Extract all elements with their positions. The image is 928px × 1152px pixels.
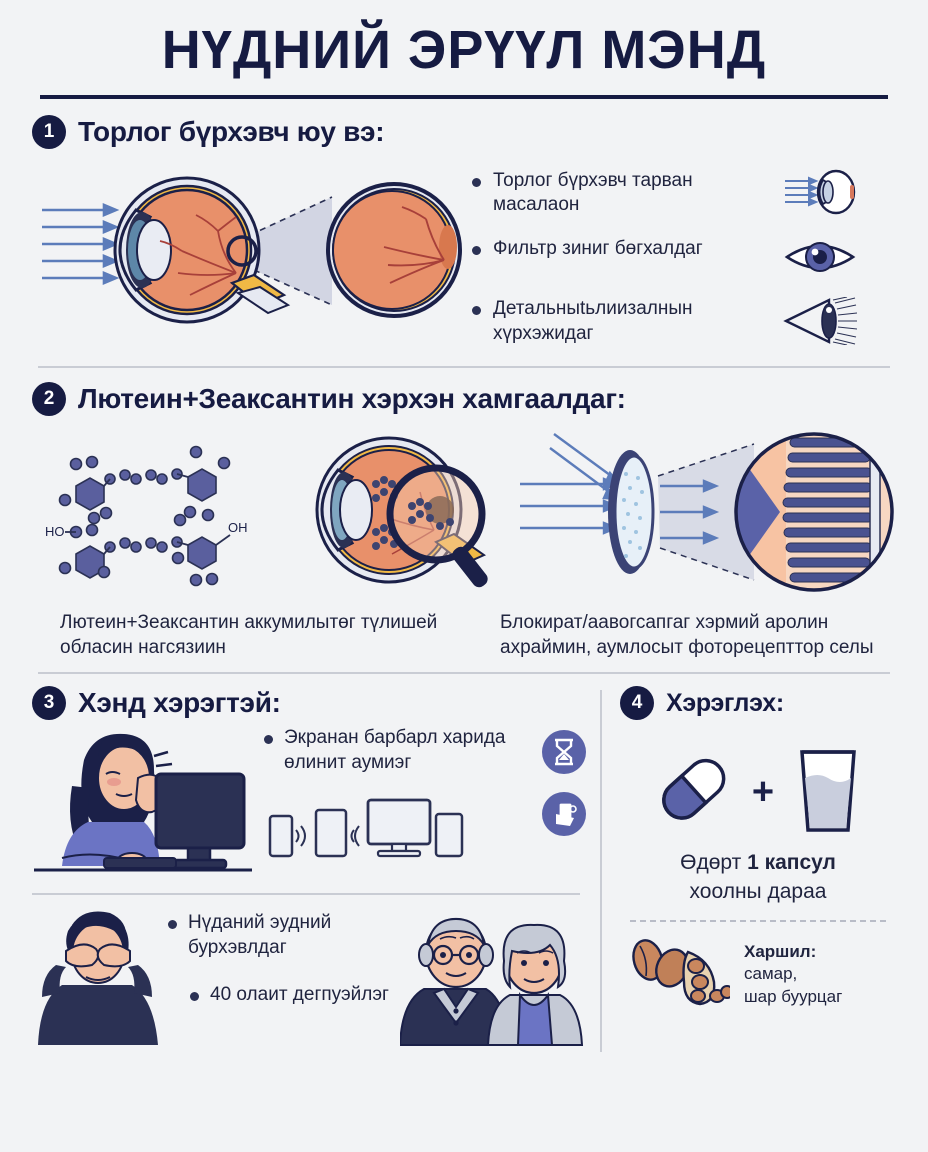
- section-3-bottom-row: Нүданий эудний бурхэвлдаг 40 олаит дегпу…: [32, 905, 586, 1052]
- bullet-text: Экранан барбарл харида өлинит аумиэг: [284, 727, 506, 773]
- bullet-text: Нүданий эудний бурхэвлдаг: [188, 912, 332, 958]
- filter-photoreceptor-diagram: [518, 420, 896, 605]
- list-item: 40 олаит дегпуэйлэг: [168, 983, 400, 1008]
- eye-front-icon: [783, 237, 857, 277]
- eye-anatomy-diagram: [32, 155, 472, 350]
- section-1-bullet-list: Торлог бүрхэвч тарван масалаон: [472, 155, 896, 366]
- svg-text:OH: OH: [228, 520, 248, 535]
- section-3-inner-divider: [32, 893, 580, 896]
- allergy-text: Харшил: самар, шар буурцаг: [744, 941, 842, 1007]
- bullet-text: Торлог бүрхэвч тарван масалаон: [493, 169, 693, 215]
- section-3-col: Экранан барбарл харида өлинит аумиэг: [254, 726, 542, 857]
- title-divider: [40, 94, 888, 99]
- allergy-item-1: самар,: [744, 964, 798, 984]
- section-3-bottom-text: Нүданий эудний бурхэвлдаг 40 олаит дегпу…: [162, 905, 400, 1007]
- bullet-dot: [264, 735, 273, 745]
- capsule-icon: [648, 746, 738, 839]
- bullet-dot: [472, 177, 481, 187]
- section-2-diagrams: HO OH: [32, 416, 896, 605]
- bullet-text: Фильтр зиниг бөгхалдаг: [493, 238, 703, 260]
- allergy-item-2: шар буурцаг: [744, 986, 843, 1006]
- allergy-row: Харшил: самар, шар буурцаг: [620, 934, 896, 1015]
- dosage-text: Өдөрт 1 капсул хоолны дараа: [620, 849, 896, 906]
- section-2-captions: Лютеин+Зеаксантин аккумилытөг түлишей об…: [32, 605, 896, 660]
- nuts-soybean-icon: [626, 934, 734, 1015]
- section-2-caption-left: Лютеин+Зеаксантин аккумилытөг түлишей об…: [60, 611, 438, 658]
- bullet-dot: [190, 991, 199, 1001]
- section-1-body: Торлог бүрхэвч тарван масалаон: [32, 149, 896, 366]
- section-2-header: 2 Лютеин+Зеаксантин хэрхэн хамгаалдаг:: [32, 381, 896, 416]
- bullet-text: 40 олаит дегпуэйлэг: [210, 983, 389, 1005]
- section-divider-vertical: [600, 690, 602, 1053]
- list-item: Торлог бүрхэвч тарван масалаон: [472, 169, 896, 218]
- elderly-couple: [398, 905, 586, 1052]
- section-4-icons: +: [620, 720, 896, 841]
- section-3-header: 3 Хэнд хэрэгтэй:: [32, 686, 586, 721]
- svg-text:HO: HO: [45, 524, 65, 539]
- devices-group: [264, 776, 542, 858]
- man-rubbing-eyes: [32, 905, 162, 1052]
- section-2-title: Лютеин+Зеаксантин хэрхэн хамгаалдаг:: [78, 382, 626, 414]
- section-2-divider: [38, 672, 890, 675]
- eye-with-magnifier: [284, 422, 516, 602]
- list-item: Нүданий эудний бурхэвлдаг: [168, 911, 400, 960]
- section-1-title: Торлог бүрхэвч юу вэ:: [78, 115, 385, 147]
- dose-suffix: хоолны дараа: [689, 879, 827, 903]
- eye-cross-section-icon: [783, 169, 857, 215]
- bullet-dot: [168, 920, 177, 930]
- section-3-number: 3: [32, 686, 66, 721]
- section-4-number: 4: [620, 686, 654, 721]
- bullet-text: Детальныtьлиизалнын хүрхэжидаг: [493, 298, 693, 344]
- section-2-number: 2: [32, 381, 66, 416]
- tired-woman-at-computer: [32, 726, 254, 883]
- section-1: 1 Торлог бүрхэвч юу вэ:: [32, 99, 896, 368]
- bullet-dot: [472, 306, 481, 316]
- list-item: Фильтр зиниг бөгхалдаг: [472, 237, 896, 277]
- page-title: НҮДНИЙ ЭРҮҮЛ МЭНД: [161, 20, 767, 80]
- dose-prefix: Өдөрт: [680, 851, 748, 875]
- section-4: 4 Хэрэглэх: +: [614, 686, 896, 1052]
- phone-hand-icon: [542, 792, 586, 837]
- plus-sign: +: [751, 771, 775, 814]
- eye-vision-rays-icon: [783, 297, 857, 346]
- bullet-dot: [472, 246, 481, 256]
- section-3-title: Хэнд хэрэгтэй:: [78, 687, 281, 719]
- section-4-header: 4 Хэрэглэх:: [620, 686, 896, 721]
- section-3: 3 Хэнд хэрэгтэй:: [32, 686, 600, 1052]
- section-4-title: Хэрэглэх:: [666, 688, 784, 717]
- section-2: 2 Лютеин+Зеаксантин хэрхэн хамгаалдаг:: [32, 368, 896, 675]
- lutein-zeaxanthin-molecules: HO OH: [32, 422, 282, 602]
- list-item: Детальныtьлиизалнын хүрхэжидаг: [472, 297, 896, 346]
- section-1-header: 1 Торлог бүрхэвч юу вэ:: [32, 114, 896, 149]
- section-1-number: 1: [32, 114, 66, 149]
- allergy-label: Харшил:: [744, 942, 817, 962]
- section-3-top-row: Экранан барбарл харида өлинит аумиэг: [32, 720, 586, 883]
- lower-row: 3 Хэнд хэрэгтэй:: [32, 674, 896, 1053]
- section-3-badges: [542, 726, 586, 837]
- list-item: Экранан барбарл харида өлинит аумиэг: [264, 726, 542, 775]
- water-glass-icon: [788, 744, 868, 841]
- section-1-divider: [38, 365, 890, 368]
- hourglass-icon: [542, 730, 586, 775]
- dose-amount: 1 капсул: [747, 851, 836, 875]
- section-2-caption-right: Блокират/аавогсапгаг хэрмий аролин ахрай…: [500, 611, 874, 658]
- section-4-dashed-divider: [630, 920, 886, 922]
